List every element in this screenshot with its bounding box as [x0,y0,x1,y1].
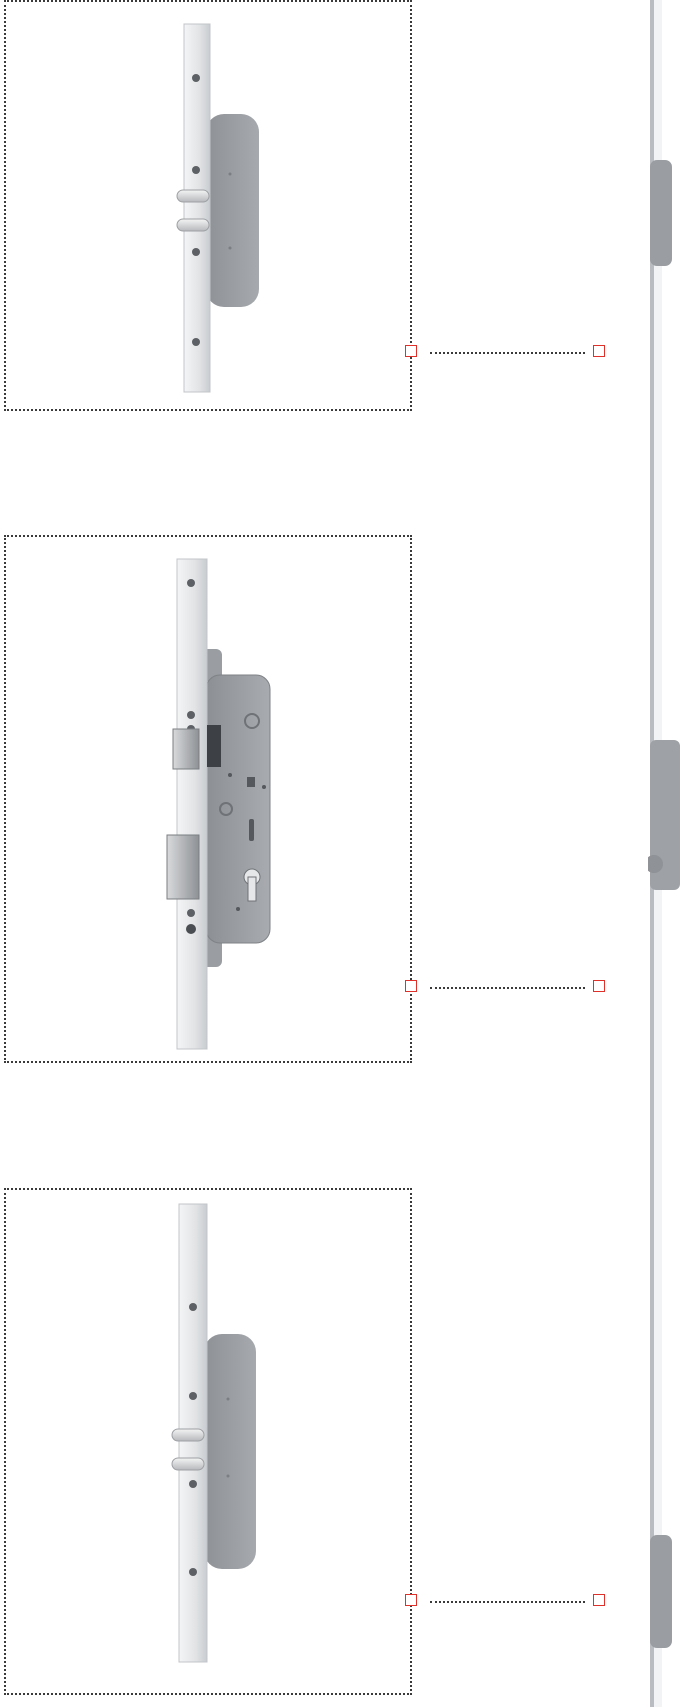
door-edge-overview [648,0,683,1707]
upper-bolt-lock-illustration [176,23,259,393]
main-lock-marker-left[interactable] [405,980,417,992]
lower-bolt-leader-line [430,1601,585,1603]
lower-bolt-lock-illustration [171,1203,256,1663]
lower-bolt-lock-panel [4,1188,412,1695]
door-edge-illustration [648,0,680,1707]
lower-bolt-marker-left[interactable] [405,1594,417,1606]
main-lock-marker-right[interactable] [593,980,605,992]
upper-bolt-marker-left[interactable] [405,345,417,357]
main-lock-panel [4,535,412,1063]
upper-bolt-lock-panel [4,0,412,411]
upper-bolt-marker-right[interactable] [593,345,605,357]
upper-bolt-leader-line [430,352,585,354]
lower-bolt-marker-right[interactable] [593,1594,605,1606]
main-lock-illustration [166,558,271,1050]
main-lock-leader-line [430,987,585,989]
